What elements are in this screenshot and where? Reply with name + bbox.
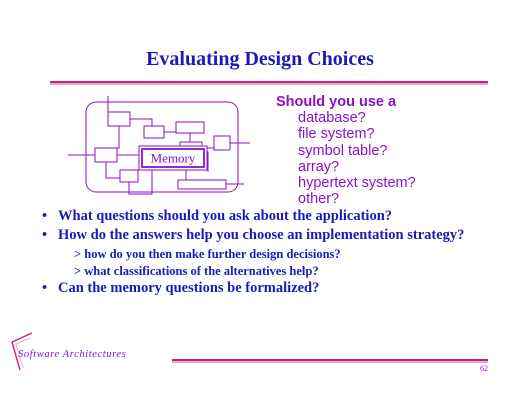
option-file-system: file system?	[298, 126, 375, 143]
bullet-item: • How do the answers help you choose an …	[42, 227, 512, 244]
memory-label: Memory	[151, 151, 196, 166]
option-other: other?	[298, 191, 340, 208]
bullet-item: • What questions should you ask about th…	[42, 208, 512, 225]
box-4	[213, 135, 231, 151]
bullet-text: Can the memory questions be formalized?	[58, 280, 320, 296]
bullet-dot-icon: •	[42, 280, 48, 296]
box-2	[143, 125, 165, 139]
option-symbol-table: symbol table?	[298, 142, 388, 159]
logo-bracket-icon	[11, 332, 33, 371]
slide-title: Evaluating Design Choices	[146, 48, 374, 70]
footer-rule	[172, 359, 488, 361]
page-number: 62	[480, 364, 488, 373]
question-lead: Should you use a	[276, 94, 397, 110]
box-5	[94, 147, 118, 163]
sub-bullet: > what classifications of the alternativ…	[74, 264, 319, 278]
title-rule	[50, 81, 488, 83]
question-block: Should you use a database? file system? …	[276, 94, 416, 207]
bullet-text: What questions should you ask about the …	[58, 208, 393, 224]
footer-brand: Software Architectures	[18, 349, 127, 360]
sub-bullet: > how do you then make further design de…	[74, 247, 341, 261]
option-hypertext: hypertext system?	[298, 175, 416, 192]
bullet-text: How do the answers help you choose an im…	[58, 227, 465, 243]
option-array: array?	[298, 158, 340, 175]
box-1	[107, 111, 131, 127]
memory-diagram: Memory	[68, 96, 250, 195]
outer-region	[85, 101, 239, 193]
box-3	[175, 121, 205, 134]
option-database: database?	[298, 110, 366, 127]
box-7	[119, 169, 139, 183]
box-8	[177, 179, 227, 190]
bullet-item: • Can the memory questions be formalized…	[42, 280, 512, 297]
bullet-dot-icon: •	[42, 227, 48, 243]
bullet-dot-icon: •	[42, 208, 48, 224]
bullet-list: • What questions should you ask about th…	[42, 208, 512, 299]
